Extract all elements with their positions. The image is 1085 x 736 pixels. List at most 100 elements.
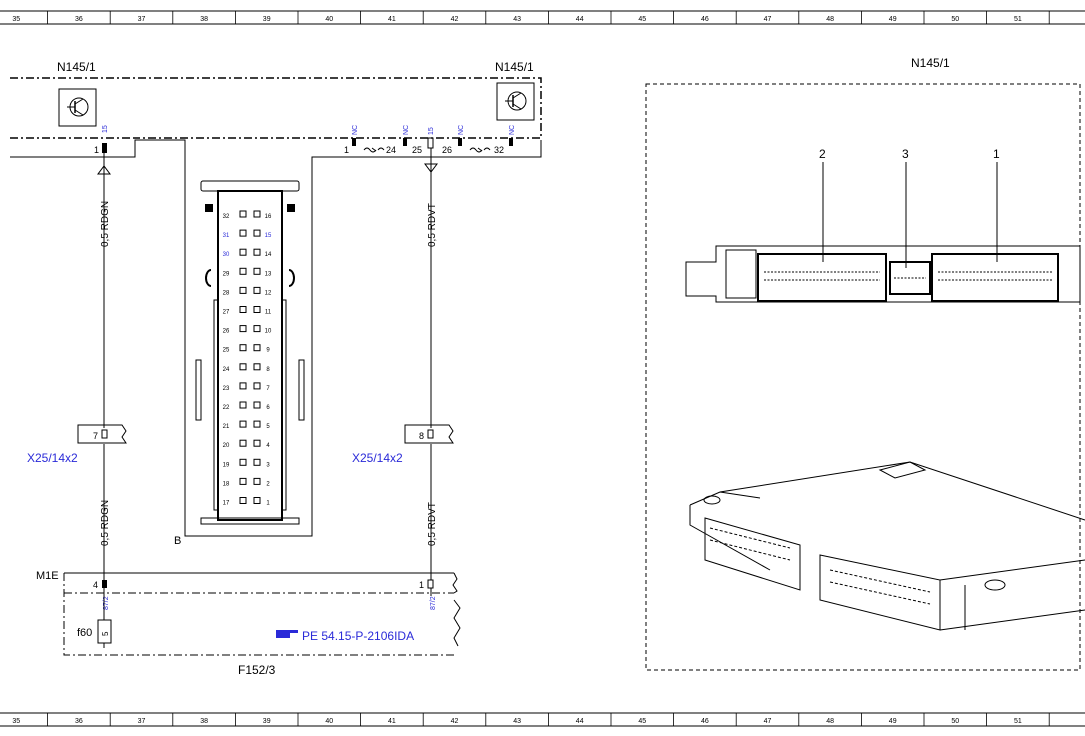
pin-cell [239,458,247,466]
grid-number: 47 [764,16,772,23]
pin-cell [253,363,261,371]
svg-text:5: 5 [101,631,110,636]
right-ecu-label: N145/1 [911,56,950,70]
svg-text:NC: NC [352,125,359,135]
connector-pin-number: 32 [223,214,230,220]
pin-function-label: 87/2 [103,596,110,610]
pin-function-label: 15 [102,125,109,133]
connector-pin-number: 13 [265,271,272,277]
left-ecu-label: N145/1 [57,60,96,74]
connector-pin-number: 26 [223,329,230,335]
grid-number: 46 [701,16,709,23]
wire-label: 0,5 RDVT [427,502,438,546]
ecu-inner-outline [10,139,542,537]
connector-pin-number: 16 [265,214,272,220]
pin-cell [239,363,247,371]
pin-cell [253,210,261,218]
pin-cell [239,325,247,333]
grid-number: 48 [826,16,834,23]
mid-pin-row: NC NC 15 NC NC 1 24 25 26 32 [344,125,516,155]
grid-number: 41 [388,16,396,23]
svg-text:15: 15 [428,127,435,135]
pin-cell [253,286,261,294]
ecu-boundary [10,77,542,139]
connector-pin-number: 19 [223,462,230,468]
grid-number: 39 [263,16,271,23]
svg-text:1: 1 [344,145,349,155]
pin-cell [239,248,247,256]
left-wire [97,153,111,580]
pin-cell [253,306,261,313]
pin-label: 4 [93,580,98,590]
grid-number: 49 [889,16,897,23]
pin-cell [239,420,247,428]
connector-pin-number: 10 [265,329,272,335]
svg-text:1: 1 [993,147,1000,161]
pin-marker [102,143,107,153]
transistor-icon [496,82,535,121]
connector-pin-number: 22 [223,405,230,411]
svg-text:26: 26 [442,145,452,155]
grid-number: 36 [75,718,83,725]
ground-label: M1E [36,570,59,582]
connector-pin-number: 29 [223,271,230,277]
connector-pin-number: 18 [223,481,230,487]
fuse-box-label: F152/3 [238,663,276,677]
grid-number: 47 [764,718,772,725]
svg-text:NC: NC [458,125,465,135]
connector-pin-number: 9 [266,348,270,354]
grid-number: 50 [951,718,959,725]
connector-pin-number: 11 [265,310,272,316]
connector-pin-number: 23 [223,386,230,392]
pin-cell [239,267,247,275]
ecu-plug-numbers: 2 3 1 [819,147,1000,268]
ecu-housing-drawing [689,461,1085,631]
ecu-connector-face [685,245,1081,303]
grid-number: 36 [75,16,83,23]
svg-text:7: 7 [93,431,98,441]
connector-pin-number: 17 [223,501,230,507]
grid-number: 37 [138,16,146,23]
svg-text:3: 3 [902,147,909,161]
grid-number: 40 [325,718,333,725]
reference-link[interactable]: PE 54.15-P-2106IDA [276,629,414,643]
pin-cell [253,477,261,485]
grid-number: 41 [388,718,396,725]
svg-text:NC: NC [403,125,410,135]
grid-number: 42 [451,16,459,23]
grid-number: 51 [1014,718,1022,725]
grid-number: 35 [12,718,20,725]
connector-pin-number: 21 [223,424,230,430]
connector-pin-number: 4 [266,443,270,449]
svg-text:32: 32 [494,145,504,155]
pointing-hand-icon [276,630,298,638]
connector-pin-number: 2 [266,481,270,487]
pin-cell [239,229,247,237]
pin-cell [253,325,261,333]
grid-number: 44 [576,718,584,725]
pin-cell [253,497,261,504]
grid-number: 42 [451,718,459,725]
grid-number: 37 [138,718,146,725]
connector-pin-number: 8 [266,367,270,373]
svg-text:24: 24 [386,145,396,155]
svg-text:25: 25 [412,145,422,155]
mid-ecu-label: N145/1 [495,60,534,74]
grid-number: 46 [701,718,709,725]
connector-pin-number: 6 [266,405,270,411]
reference-text[interactable]: PE 54.15-P-2106IDA [302,629,414,643]
grid-number: 39 [263,718,271,725]
pin-label: 1 [94,145,99,155]
grid-number: 40 [325,16,333,23]
connector-x25-right: 8 [404,424,454,444]
grid-number: 50 [951,16,959,23]
pin-cell [239,306,247,313]
svg-text:NC: NC [509,125,516,135]
connector-pin-number: 28 [223,290,230,296]
svg-text:8: 8 [419,431,424,441]
grid-number: 44 [576,16,584,23]
pin-cell [239,497,247,504]
